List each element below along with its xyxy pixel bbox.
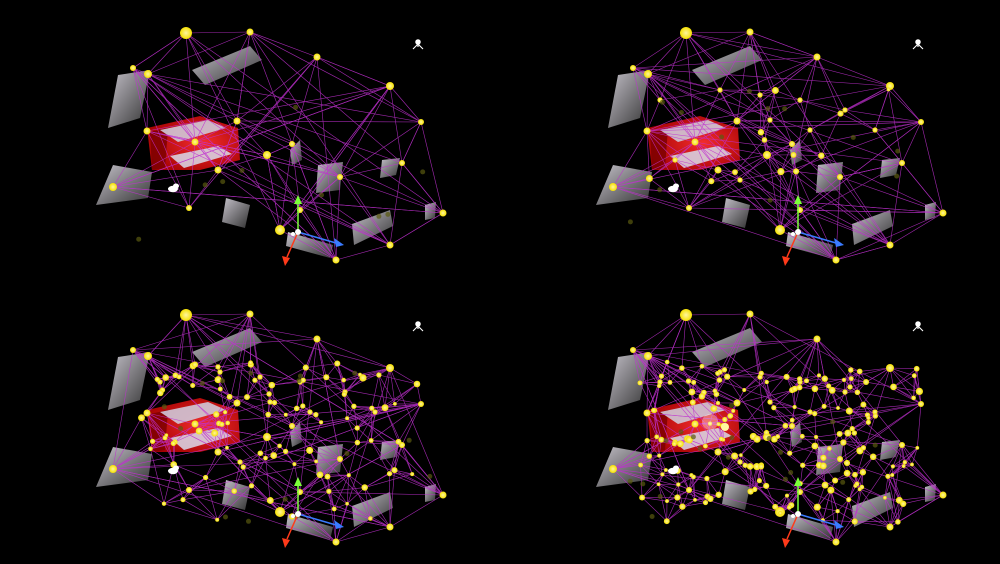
transform-gizmo-icon[interactable] bbox=[782, 195, 844, 266]
transform-gizmo-icon[interactable] bbox=[782, 477, 844, 548]
light-icon[interactable] bbox=[668, 183, 679, 193]
graph-nodes bbox=[109, 27, 447, 264]
graph-edges bbox=[112, 31, 444, 261]
camera-icon[interactable] bbox=[412, 39, 424, 50]
scene-render bbox=[596, 27, 947, 266]
graph-nodes bbox=[109, 309, 447, 546]
scene-render bbox=[596, 309, 947, 548]
scene-render bbox=[96, 309, 447, 548]
graph-nodes bbox=[609, 27, 947, 264]
scene-render bbox=[96, 27, 447, 266]
graph-nodes bbox=[609, 309, 947, 546]
transform-gizmo-icon[interactable] bbox=[282, 477, 344, 548]
scene-boxes bbox=[96, 46, 436, 258]
viewport-top-right[interactable] bbox=[500, 0, 1000, 282]
viewport-top-left[interactable] bbox=[0, 0, 500, 282]
camera-icon[interactable] bbox=[912, 321, 924, 332]
light-icon[interactable] bbox=[168, 183, 179, 193]
camera-icon[interactable] bbox=[412, 321, 424, 332]
viewport-bottom-right[interactable] bbox=[500, 282, 1000, 564]
camera-icon[interactable] bbox=[912, 39, 924, 50]
viewport-bottom-left[interactable] bbox=[0, 282, 500, 564]
light-icon[interactable] bbox=[668, 465, 679, 475]
light-icon[interactable] bbox=[168, 465, 179, 475]
transform-gizmo-icon[interactable] bbox=[282, 195, 344, 266]
